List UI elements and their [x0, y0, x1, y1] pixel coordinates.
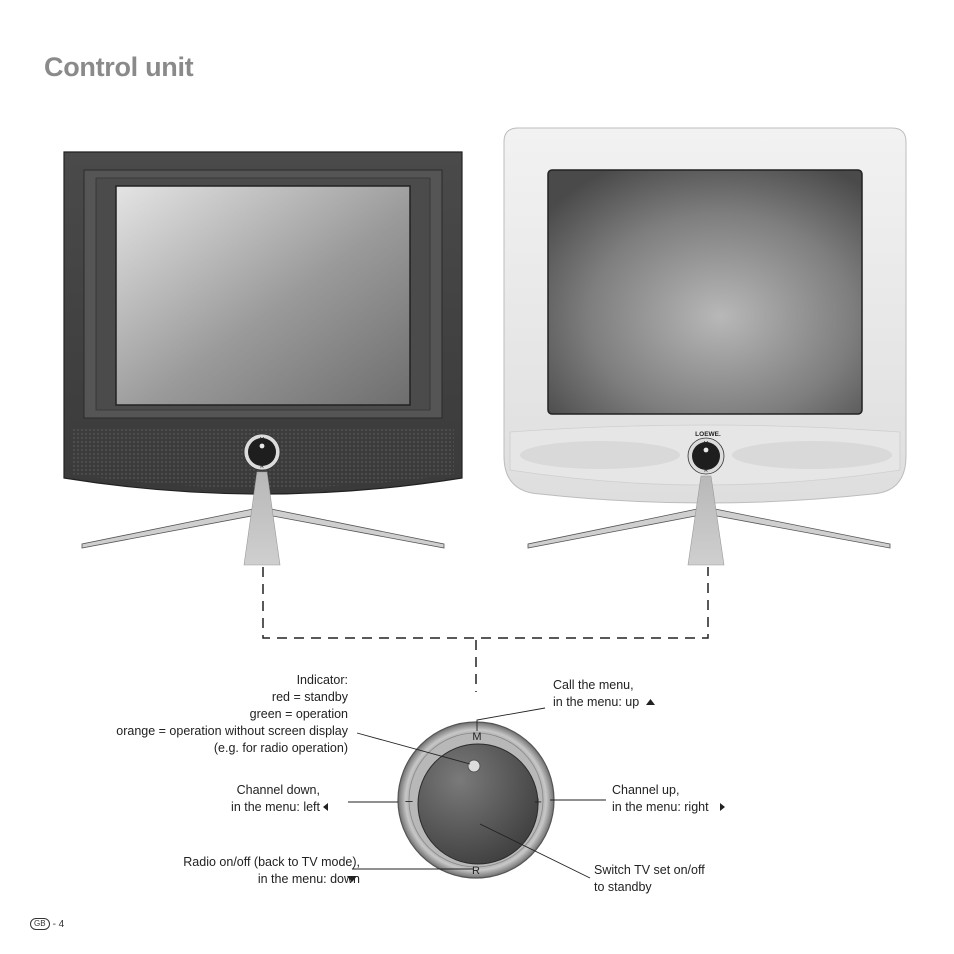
arrow-left-icon: [323, 803, 328, 811]
pointer-beam: [243, 471, 281, 566]
menu-up-label: Call the menu, in the menu: up: [553, 678, 640, 709]
dashed-connector: [262, 567, 709, 692]
control-label-minus: –: [405, 793, 413, 808]
arrow-right-icon: [720, 803, 725, 811]
page-title: Control unit: [44, 52, 194, 82]
pointer-beam: [687, 475, 725, 566]
stand-leg: [705, 507, 891, 549]
control-label-r: R: [472, 865, 480, 877]
knob-label-r: R: [260, 464, 264, 470]
indicator-led: [467, 759, 481, 773]
indicator-label: Indicator: red = standby green = operati…: [116, 673, 348, 755]
tv-knob: M R: [687, 437, 725, 475]
stand-leg: [261, 507, 445, 549]
knob-label-m: M: [704, 441, 708, 447]
brand-logo: LOEWE.: [695, 431, 721, 438]
leader-lines: [348, 707, 606, 879]
channel-down-label: Channel down, in the menu: left: [231, 783, 320, 814]
speaker-left: [520, 441, 680, 469]
tv-left: M R: [63, 151, 463, 566]
stand-leg: [527, 507, 707, 549]
language-badge: GB: [30, 918, 50, 930]
control-label-plus: +: [534, 794, 542, 809]
knob-label-r: R: [704, 468, 708, 474]
control-knob: [417, 743, 539, 865]
radio-label: Radio on/off (back to TV mode), in the m…: [183, 855, 360, 886]
control-unit-large: M R – +: [397, 721, 555, 879]
page-footer: GB - 4: [30, 918, 64, 930]
tv-screen: [115, 185, 411, 406]
stand-leg: [81, 507, 263, 549]
channel-up-label: Channel up, in the menu: right: [612, 783, 709, 814]
standby-label: Switch TV set on/off to standby: [594, 863, 705, 894]
arrow-up-icon: [646, 699, 655, 705]
page-number: - 4: [52, 918, 65, 930]
tv-right: LOEWE. M R: [503, 127, 907, 566]
arrow-down-icon: [347, 876, 357, 882]
tv-screen: [547, 169, 863, 415]
knob-label-m: M: [260, 437, 264, 443]
control-label-m: M: [472, 731, 481, 743]
tv-knob: M R: [243, 433, 281, 471]
speaker-right: [732, 441, 892, 469]
